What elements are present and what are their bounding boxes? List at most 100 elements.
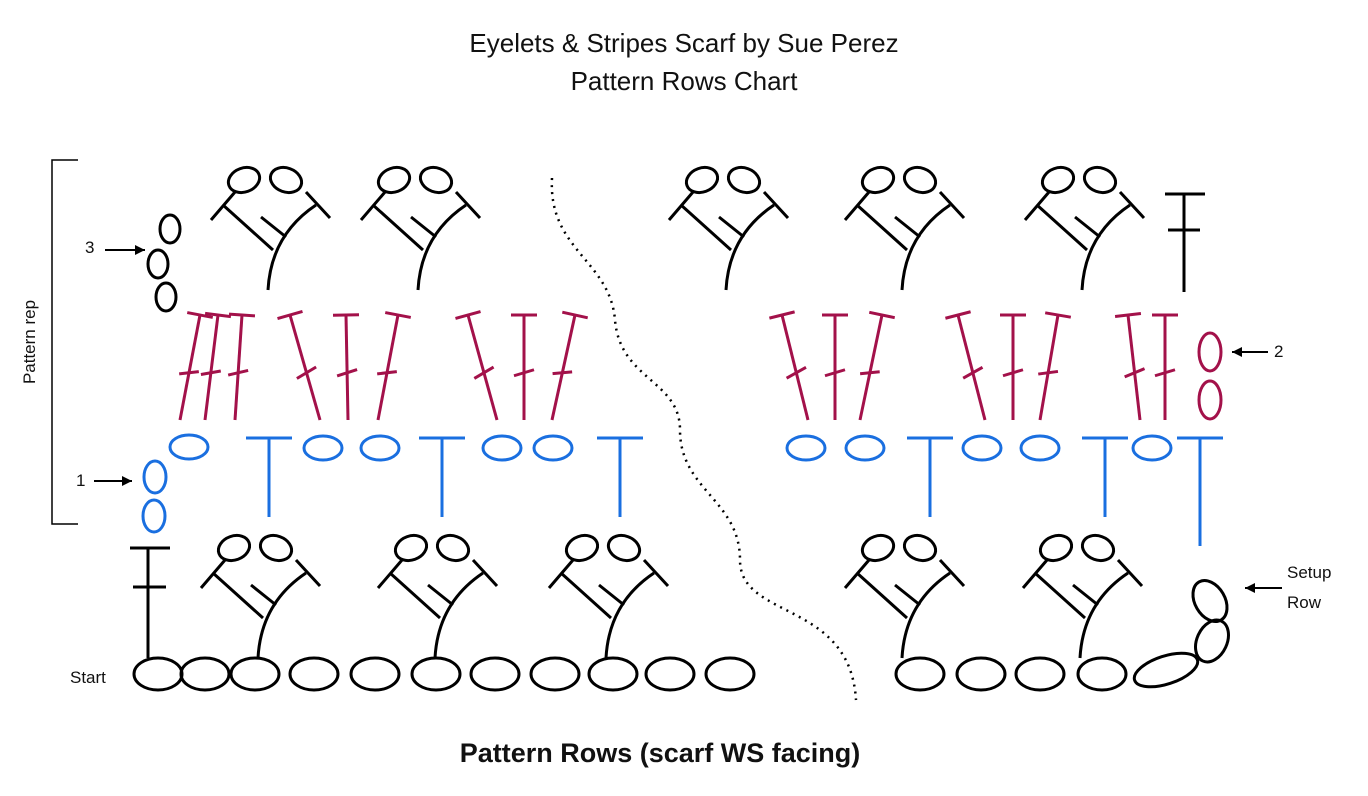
stitch-stroke	[471, 558, 499, 588]
chain-icon	[229, 656, 281, 692]
stitch-stroke	[1002, 368, 1024, 378]
stitch-stroke	[204, 311, 232, 319]
stitch-stroke	[843, 191, 871, 221]
start-label: Start	[70, 668, 106, 687]
shell-arm-right	[256, 571, 307, 659]
stitch-stroke	[1126, 314, 1142, 421]
double-crochet-icon	[1152, 313, 1178, 420]
chain-icon	[1197, 379, 1223, 421]
chain-icon	[1076, 656, 1128, 692]
chain-icon	[410, 656, 462, 692]
stitch-stroke	[1124, 367, 1146, 379]
chain-icon	[704, 656, 756, 692]
stitch-stroke	[962, 365, 984, 380]
stitch-stroke	[667, 191, 695, 221]
arrow-head	[122, 476, 132, 486]
stitch-stroke	[384, 311, 412, 319]
chain-icon	[606, 533, 642, 563]
chain-icon	[1038, 533, 1074, 563]
stitch-stroke	[938, 558, 966, 588]
chain-icon	[435, 533, 471, 563]
cluster-shell-icon	[359, 165, 482, 291]
chain-icon	[142, 459, 168, 495]
stitch-stroke	[359, 191, 387, 221]
chain-icon	[288, 656, 340, 692]
chain-icon	[132, 656, 184, 692]
stitch-stroke	[1033, 571, 1087, 620]
shell-arm-right	[433, 571, 484, 659]
cluster-shell-icon	[667, 165, 790, 291]
double-crochet-icon	[1000, 313, 1026, 420]
shell-arm-right	[416, 203, 467, 291]
stitch-stroke	[250, 583, 277, 607]
double-crochet-icon	[1114, 312, 1146, 421]
stitch-stroke	[956, 314, 987, 421]
stitch-stroke	[1118, 190, 1146, 220]
stitch-stroke	[718, 215, 745, 239]
stitch-stroke	[371, 203, 425, 252]
chain-icon	[785, 434, 827, 462]
stitch-stroke	[561, 310, 589, 320]
stitch-stroke	[762, 190, 790, 220]
shell-arm-right	[1080, 203, 1131, 291]
stitch-stroke	[938, 190, 966, 220]
stitch-stroke	[466, 314, 499, 421]
cluster-shell-icon	[376, 533, 499, 659]
chain-icon	[168, 433, 210, 461]
stitch-stroke	[260, 215, 287, 239]
double-crochet-icon	[178, 311, 214, 421]
stitch-stroke	[1116, 558, 1144, 588]
stitch-stroke	[228, 312, 256, 318]
shell-arm-right	[900, 571, 951, 659]
chart-subtitle: Pattern Rows Chart	[570, 66, 798, 96]
chain-icon	[179, 656, 231, 692]
row-1	[141, 433, 1223, 546]
chain-icon	[418, 165, 454, 195]
pattern-rep-bracket	[51, 159, 78, 525]
stitch-stroke	[855, 203, 909, 252]
stitch-stroke	[199, 559, 227, 589]
chart-title: Eyelets & Stripes Scarf by Sue Perez	[469, 28, 899, 58]
stitch-stroke	[427, 583, 454, 607]
row-3-label: 3	[85, 238, 95, 257]
arrow-left-icon	[1245, 583, 1282, 593]
double-crochet-icon	[550, 310, 589, 421]
stitch-stroke	[304, 190, 332, 220]
stitch-stroke	[824, 368, 846, 378]
stitch-stroke	[178, 314, 202, 421]
stitch-stroke	[642, 558, 670, 588]
setup-row-label-line2: Row	[1287, 593, 1322, 612]
stitch-stroke	[473, 365, 495, 380]
stitch-stroke	[410, 215, 437, 239]
chain-icon	[216, 533, 252, 563]
arrow-right-icon	[94, 476, 132, 486]
stitch-stroke	[559, 571, 613, 620]
arrow-head	[1245, 583, 1255, 593]
double-crochet-icon	[277, 309, 322, 421]
cluster-shell-icon	[547, 533, 670, 659]
stitch-stroke	[858, 314, 884, 421]
setup-row	[130, 533, 1230, 692]
chain-icon	[860, 165, 896, 195]
shell-arm-right	[1078, 571, 1129, 659]
chain-icon	[644, 656, 696, 692]
stitch-stroke	[859, 370, 880, 376]
chain-icon	[141, 498, 167, 534]
chain-icon	[1040, 165, 1076, 195]
stitch-stroke	[550, 314, 577, 421]
chain-icon	[393, 533, 429, 563]
chain-icon	[726, 165, 762, 195]
arrow-head	[135, 245, 145, 255]
double-crochet-icon	[200, 311, 232, 421]
half-double-crochet-icon	[419, 436, 465, 517]
chain-icon	[349, 656, 401, 692]
double-crochet-icon	[511, 313, 537, 420]
stitch-stroke	[377, 370, 397, 376]
stitch-stroke	[288, 314, 322, 421]
stitch-stroke	[855, 571, 909, 620]
chain-icon	[154, 281, 178, 313]
chain-icon	[268, 165, 304, 195]
chain-icon	[844, 434, 886, 462]
stitch-stroke	[454, 190, 482, 220]
double-crochet-icon	[376, 311, 412, 421]
